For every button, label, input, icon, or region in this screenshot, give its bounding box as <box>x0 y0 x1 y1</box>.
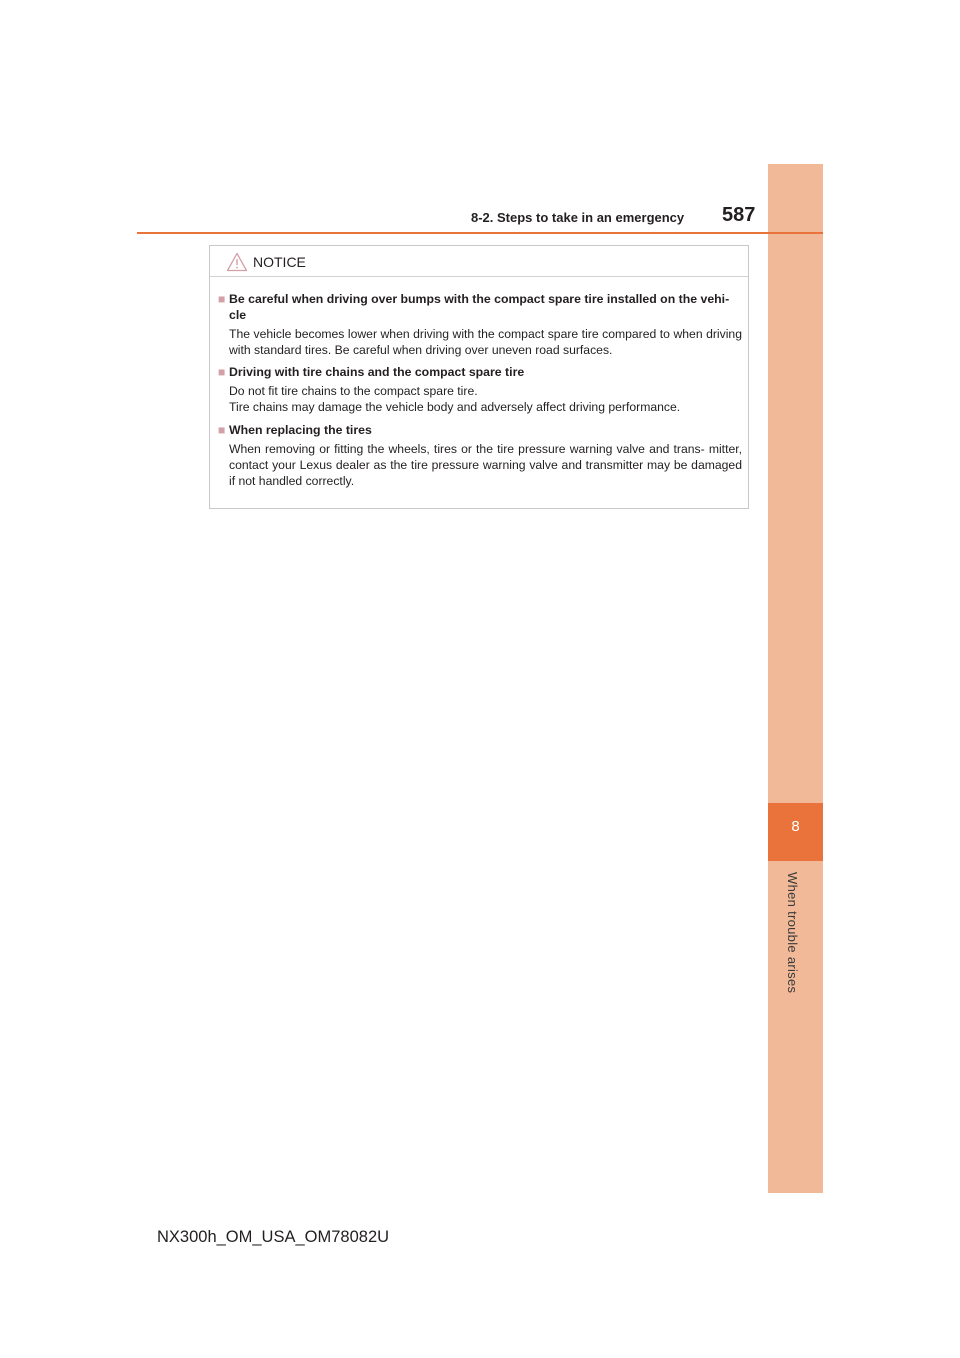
notice-item-body: When removing or fitting the wheels, tir… <box>229 442 742 488</box>
page-number: 587 <box>722 204 756 226</box>
chapter-tab-box <box>768 803 823 861</box>
notice-item: ■ When replacing the tires When removing… <box>218 422 742 489</box>
chapter-number: 8 <box>791 818 800 835</box>
notice-item-heading: ■ Driving with tire chains and the compa… <box>218 365 525 379</box>
notice-box: NOTICE ■ Be careful when driving over bu… <box>209 245 749 509</box>
header-rule <box>137 232 823 234</box>
notice-item: ■ Be careful when driving over bumps wit… <box>218 291 742 358</box>
notice-item-heading: ■ Be careful when driving over bumps wit… <box>218 292 730 322</box>
notice-item-heading: ■ When replacing the tires <box>218 423 372 437</box>
chapter-label: When trouble arises <box>785 872 800 994</box>
notice-item: ■ Driving with tire chains and the compa… <box>218 364 742 415</box>
square-bullet-icon: ■ <box>218 365 226 379</box>
document-code: NX300h_OM_USA_OM78082U <box>157 1228 390 1246</box>
notice-item-body: Do not fit tire chains to the compact sp… <box>229 384 681 414</box>
side-tab-strip <box>768 164 823 1193</box>
notice-header: NOTICE <box>210 246 748 277</box>
section-title: 8-2. Steps to take in an emergency <box>471 210 685 225</box>
square-bullet-icon: ■ <box>218 423 226 437</box>
notice-item-body: The vehicle becomes lower when driving w… <box>229 327 742 357</box>
warning-triangle-icon <box>226 252 248 272</box>
square-bullet-icon: ■ <box>218 292 226 306</box>
notice-title: NOTICE <box>253 254 306 270</box>
